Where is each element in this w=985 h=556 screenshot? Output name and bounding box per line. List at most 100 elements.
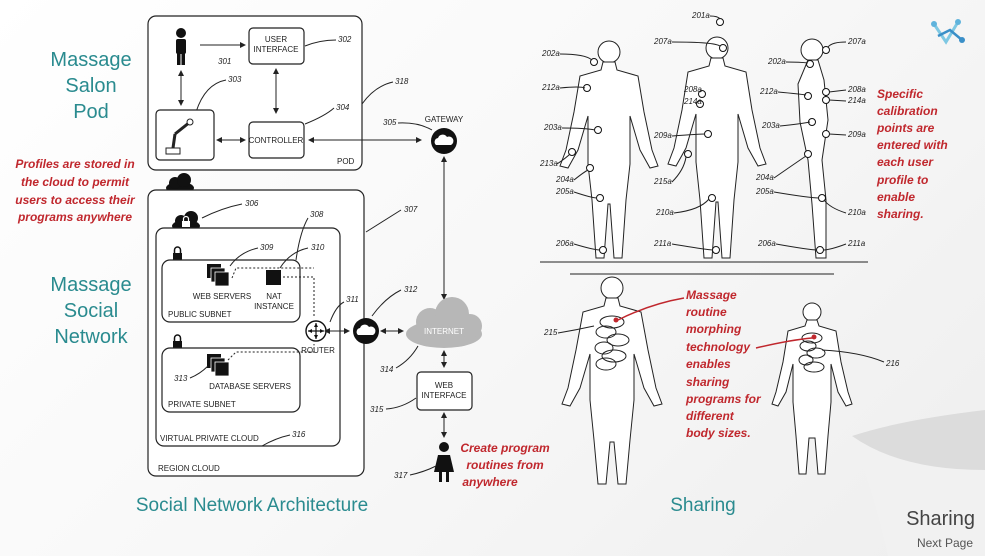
region-cloud-label: REGION CLOUD [158, 464, 220, 473]
ref-211a-b: 211a [847, 239, 866, 248]
ref-209a-b: 209a [847, 130, 866, 139]
user-interface-line2: INTERFACE [254, 45, 299, 54]
ref-316: 316 [292, 430, 306, 439]
nat-instance-line2: INSTANCE [254, 302, 294, 311]
ref-212a: 212a [541, 83, 560, 92]
network-title-line2: Social [64, 300, 118, 322]
ref-309: 309 [260, 243, 274, 252]
ref-204a: 204a [555, 175, 574, 184]
morphing-leader-1 [617, 297, 685, 321]
private-subnet-label: PRIVATE SUBNET [168, 400, 236, 409]
web-interface-line1: WEB [435, 381, 453, 390]
ref-313: 313 [174, 374, 188, 383]
vpc-label: VIRTUAL PRIVATE CLOUD [160, 434, 259, 443]
body-figure-front-2 [667, 36, 767, 259]
morphing-note-line7: programs for [685, 392, 762, 406]
cloud-note-line3: users to access their [15, 193, 136, 207]
public-subnet-label: PUBLIC SUBNET [168, 310, 232, 319]
public-subnet-lock-icon [173, 246, 182, 261]
ref-306: 306 [245, 199, 259, 208]
ref-311: 311 [346, 295, 359, 304]
user-interface-box [248, 27, 305, 65]
user-person-icon [176, 28, 186, 65]
private-subnet-lock-icon [173, 334, 182, 349]
massage-path-back-2 [798, 332, 826, 373]
ref-208a: 208a [683, 85, 702, 94]
calibration-note-line6: profile to [876, 173, 928, 187]
remote-user-person-icon [434, 442, 454, 482]
morphing-note-line5: enables [686, 357, 731, 371]
gateway-label: GATEWAY [425, 115, 464, 124]
ref-215a: 215a [653, 177, 672, 186]
ref-315: 315 [370, 405, 384, 414]
morphing-note-line4: technology [686, 340, 751, 354]
ref-203a: 203a [543, 123, 562, 132]
ref-302: 302 [338, 35, 352, 44]
database-servers-label: DATABASE SERVERS [209, 382, 291, 391]
ref-215: 215 [543, 328, 558, 337]
web-servers-icon [207, 264, 230, 287]
ref-317: 317 [394, 471, 408, 480]
ref-307: 307 [404, 205, 418, 214]
network-title-line1: Massage [50, 274, 131, 296]
ref-202a: 202a [541, 49, 560, 58]
ref-305: 305 [383, 118, 397, 127]
body-figure-back-1 [561, 276, 663, 485]
nat-instance-line1: NAT [266, 292, 282, 301]
calibration-note-line8: sharing. [877, 207, 924, 221]
ref-201a: 201a [691, 11, 710, 20]
calibration-note-line7: enable [877, 190, 915, 204]
morphing-note-line6: sharing [686, 375, 730, 389]
create-note-line3: anywhere [462, 475, 518, 489]
calibration-note-line2: calibration [877, 104, 938, 118]
ref-310: 310 [311, 243, 325, 252]
calibration-note-line3: points are [876, 121, 935, 135]
morphing-leader-2 [755, 337, 813, 349]
massage-path-back-1 [594, 315, 630, 371]
calibration-note-line4: entered with [877, 138, 948, 152]
pod-title-line2: Salon [65, 75, 116, 97]
body-figure-back-2 [771, 302, 853, 475]
architecture-caption: Social Network Architecture [136, 495, 368, 516]
ref-208a-b: 208a [847, 85, 866, 94]
ref-303: 303 [228, 75, 242, 84]
cloud-note-line1: Profiles are stored in [15, 157, 134, 171]
calibration-points [568, 18, 830, 254]
brand-logo-icon [931, 19, 965, 45]
ref-202a-b: 202a [767, 57, 786, 66]
ref-301: 301 [218, 57, 231, 66]
ref-214a-b: 214a [847, 96, 866, 105]
nat-instance-icon [266, 270, 281, 285]
ref-212a-b: 212a [759, 87, 778, 96]
public-subnet-box [161, 259, 301, 323]
ref-216: 216 [885, 359, 900, 368]
calibration-note-line5: each user [877, 155, 934, 169]
internet-gateway-icon [353, 318, 379, 344]
ref-314: 314 [380, 365, 394, 374]
ref-205a-b: 205a [755, 187, 774, 196]
ref-308: 308 [310, 210, 324, 219]
web-interface-line2: INTERFACE [422, 391, 467, 400]
ref-207a-b: 207a [847, 37, 866, 46]
ref-211a: 211a [653, 239, 672, 248]
ref-214a: 214a [683, 97, 702, 106]
user-interface-line1: USER [265, 35, 287, 44]
web-interface-box [416, 371, 473, 411]
internet-label: INTERNET [424, 327, 464, 336]
create-note-line2: routines from [466, 458, 544, 472]
robot-arm-icon [165, 118, 194, 155]
morphing-note-line8: different [686, 409, 735, 423]
page-curl [852, 410, 985, 556]
controller-label: CONTROLLER [249, 136, 304, 145]
cloud-note-line4: programs anywhere [17, 210, 132, 224]
ref-209a: 209a [653, 131, 672, 140]
router-icon [305, 320, 327, 342]
morphing-note-line3: morphing [686, 322, 742, 336]
ref-304: 304 [336, 103, 350, 112]
ref-318: 318 [395, 77, 409, 86]
database-servers-icon [207, 354, 230, 377]
web-servers-label: WEB SERVERS [193, 292, 252, 301]
ref-206a-b: 206a [757, 239, 776, 248]
next-page-link[interactable]: Next Page [916, 536, 973, 550]
